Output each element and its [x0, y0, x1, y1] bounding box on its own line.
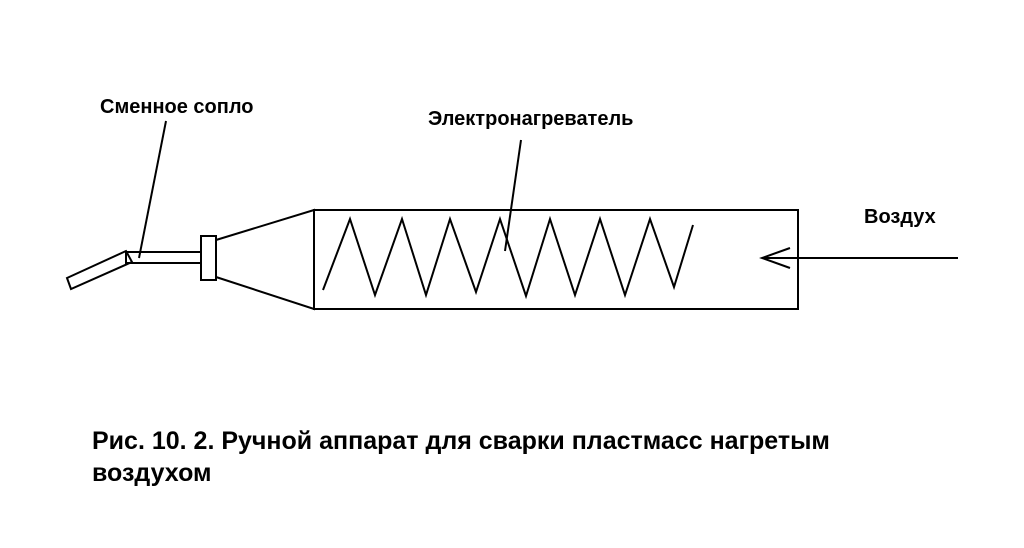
nozzle-collar	[200, 235, 217, 281]
caption-line-2: воздухом	[92, 459, 212, 487]
nozzle-tube	[125, 251, 202, 264]
label-heater: Электронагреватель	[428, 108, 633, 130]
heating-coil	[322, 215, 694, 300]
air-flow-arrowhead	[759, 247, 791, 269]
label-nozzle: Сменное сопло	[100, 96, 254, 118]
leader-heater	[504, 139, 522, 252]
heater-body	[313, 209, 799, 310]
label-air: Воздух	[864, 206, 936, 228]
caption-line-1: Рис. 10. 2. Ручной аппарат для сварки пл…	[92, 427, 830, 455]
cone-section	[215, 208, 315, 311]
leader-nozzle	[138, 120, 167, 259]
nozzle-bent-tip	[65, 249, 134, 291]
figure-caption: Рис. 10. 2. Ручной аппарат для сварки пл…	[92, 425, 1012, 489]
